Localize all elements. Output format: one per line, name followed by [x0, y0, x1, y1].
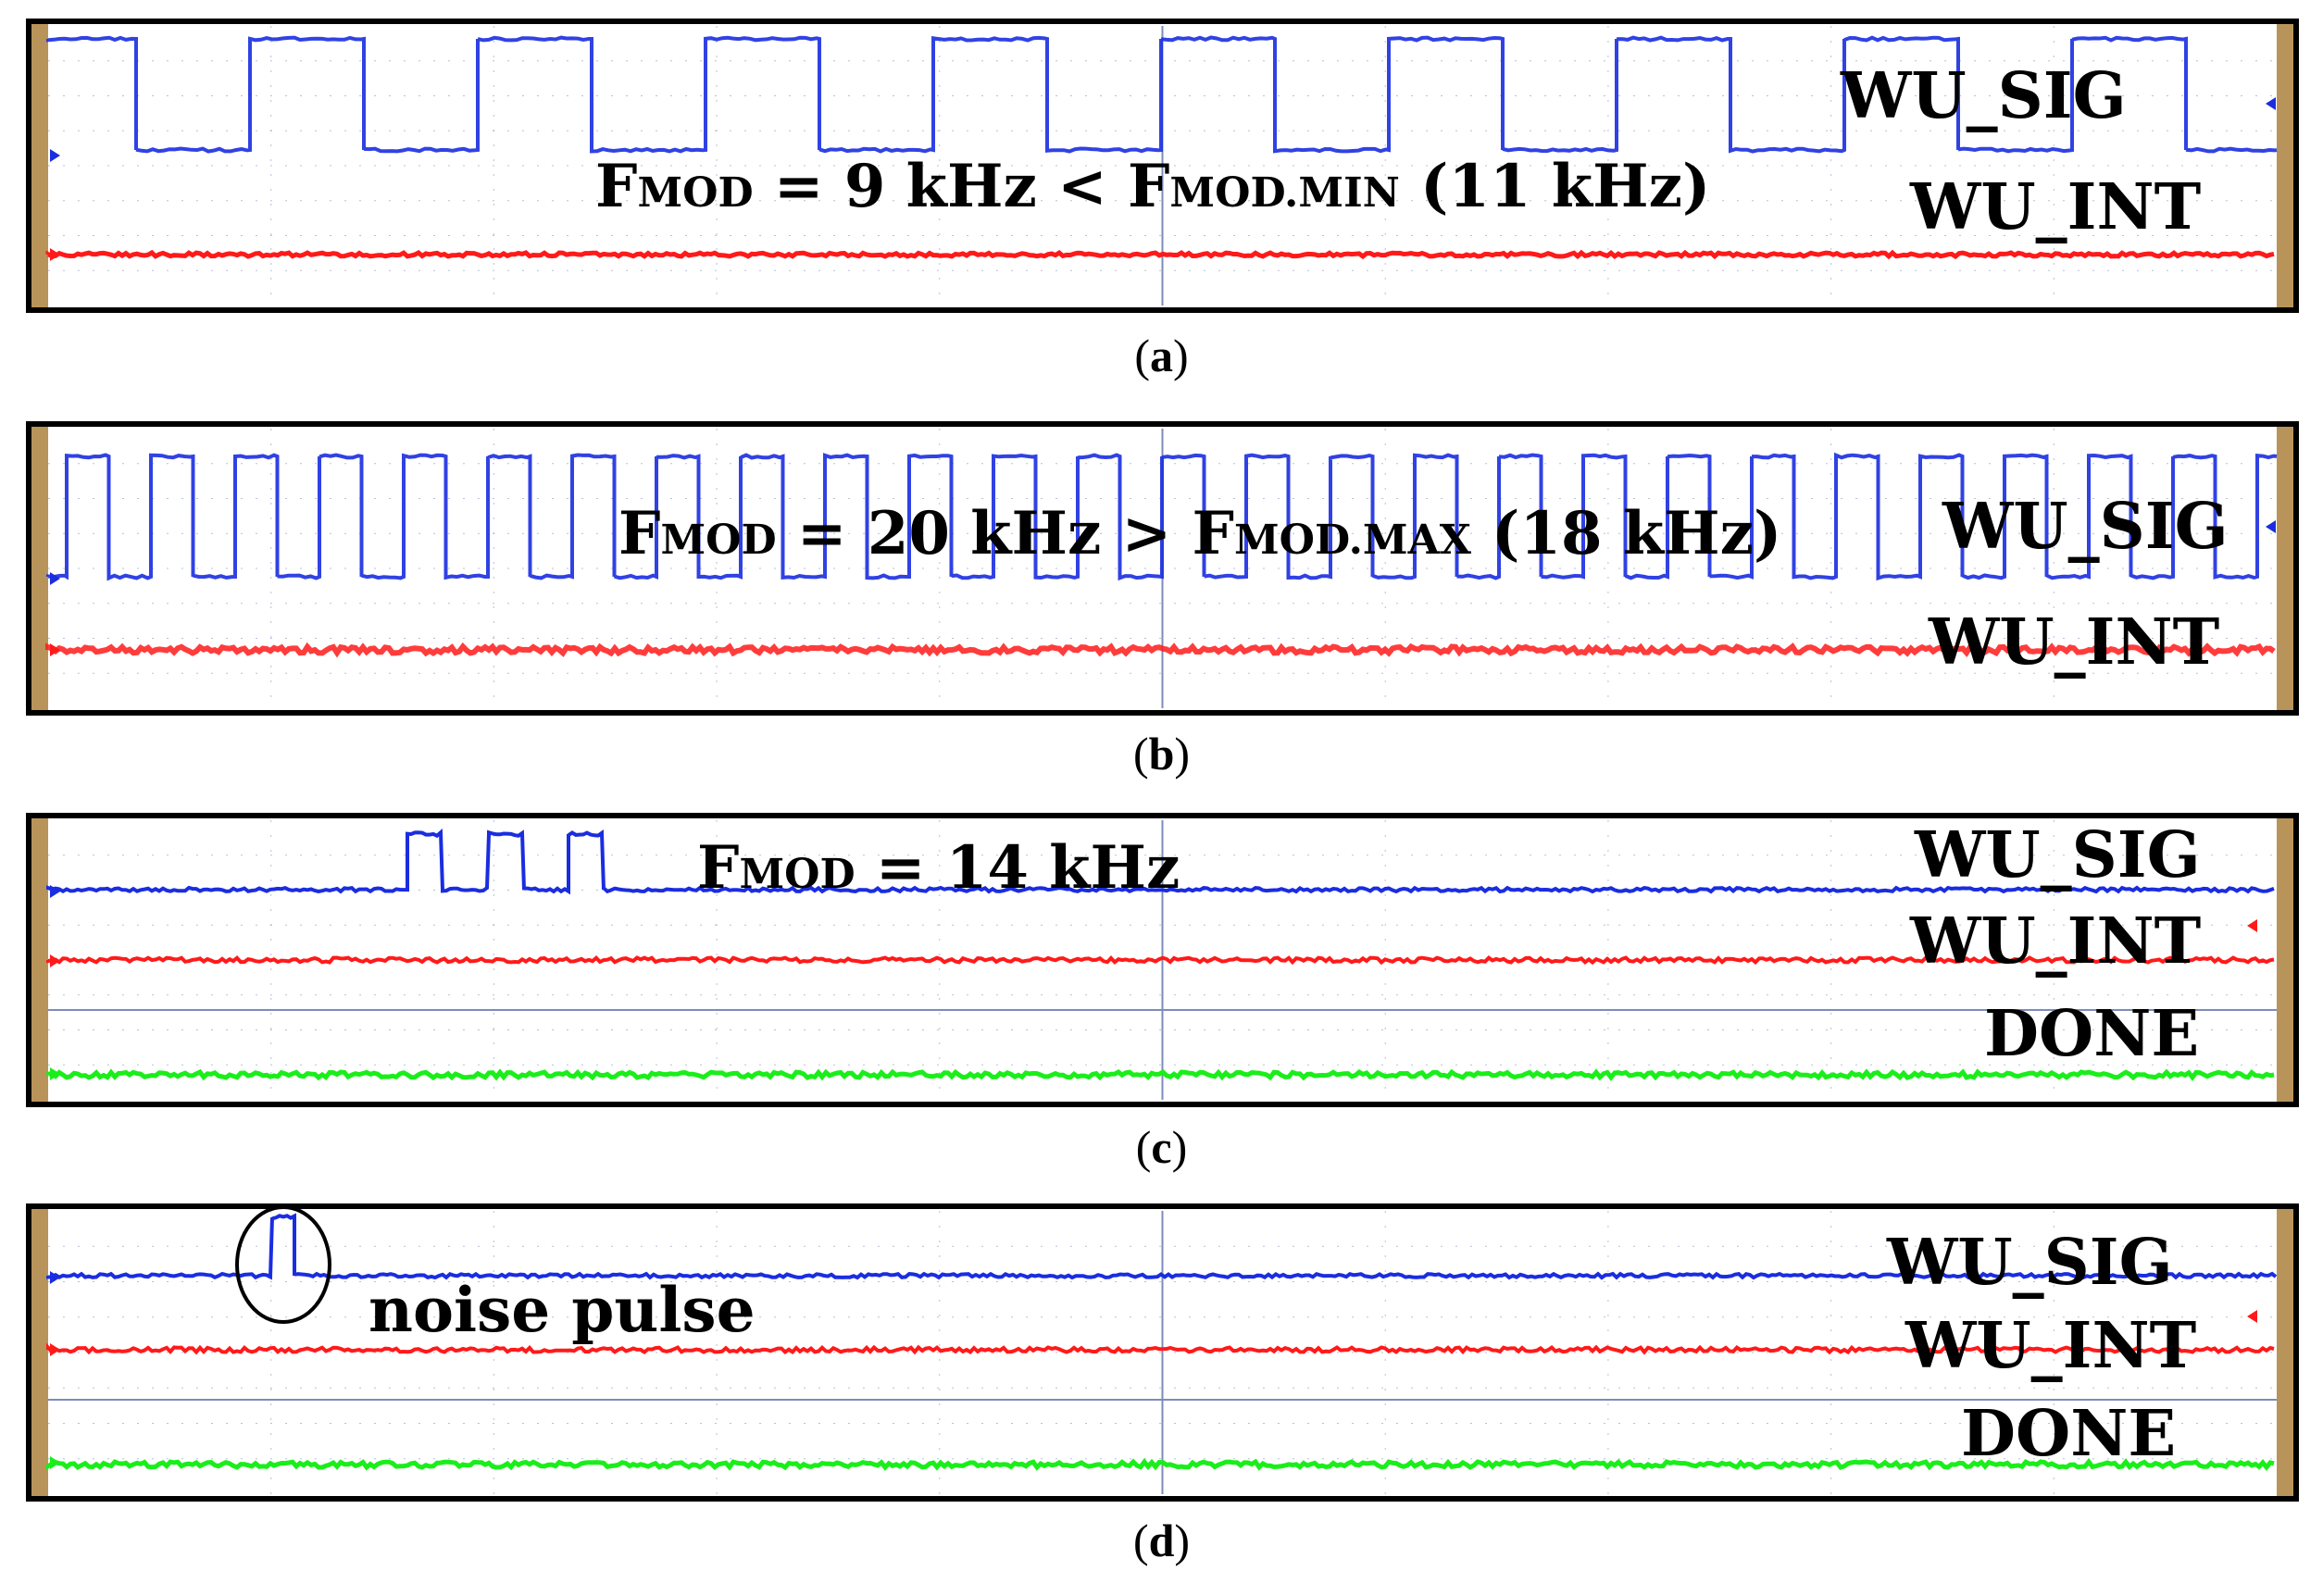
noise-pulse-circle — [237, 1207, 330, 1322]
left-bezel — [31, 818, 48, 1102]
trace-label-wu-sig: WU_SIG — [1915, 824, 2201, 887]
trace-label-wu-sig: WU_SIG — [1942, 495, 2229, 558]
frequency-annotation: FMOD = 14 kHz — [697, 839, 1180, 898]
caption-d: (d) — [0, 1514, 2323, 1567]
trace-label-done: DONE — [1961, 1403, 2176, 1465]
trace-done — [48, 1462, 2274, 1467]
trace-wu-int — [48, 253, 2274, 256]
trigger-marker — [2266, 97, 2276, 110]
channel-marker-wu-sig — [50, 149, 60, 162]
scope-panel-a: WU_SIG WU_INT FMOD = 9 kHz < FMOD.MIN (1… — [26, 19, 2299, 313]
trigger-marker — [2247, 1310, 2257, 1323]
trace-label-done: DONE — [1984, 1003, 2199, 1066]
frequency-annotation: FMOD = 20 kHz > FMOD.MAX (18 kHz) — [618, 505, 1781, 564]
channel-marker-wu-int — [50, 1343, 60, 1356]
right-bezel — [2277, 818, 2293, 1102]
frequency-annotation: FMOD = 9 kHz < FMOD.MIN (11 kHz) — [595, 157, 1710, 217]
scope-panel-d: WU_SIG WU_INT DONE noise pulse — [26, 1203, 2299, 1502]
left-bezel — [31, 1209, 48, 1496]
scope-panel-c: WU_SIG WU_INT DONE FMOD = 14 kHz — [26, 813, 2299, 1107]
caption-b: (b) — [0, 727, 2323, 780]
channel-marker-wu-sig — [50, 1271, 60, 1284]
trace-label-wu-sig: WU_SIG — [1887, 1231, 2173, 1294]
trace-label-wu-int: WU_INT — [1929, 611, 2219, 674]
channel-marker-wu-int — [50, 248, 60, 261]
scope-panel-b: WU_SIG WU_INT FMOD = 20 kHz > FMOD.MAX (… — [26, 421, 2299, 716]
trace-label-wu-int: WU_INT — [1910, 910, 2201, 973]
trace-label-wu-int: WU_INT — [1910, 176, 2201, 239]
noise-pulse-label: noise pulse — [368, 1279, 756, 1340]
trigger-marker — [2266, 520, 2276, 533]
trace-label-wu-sig: WU_SIG — [1841, 65, 2127, 128]
channel-marker-done — [50, 1456, 60, 1469]
right-bezel — [2277, 1209, 2293, 1496]
left-bezel — [31, 427, 48, 710]
caption-c: (c) — [0, 1120, 2323, 1174]
left-bezel — [31, 24, 48, 307]
right-bezel — [2277, 427, 2293, 710]
channel-marker-wu-int — [50, 954, 60, 967]
right-bezel — [2277, 24, 2293, 307]
trigger-marker — [2247, 919, 2257, 932]
trace-label-wu-int: WU_INT — [1905, 1315, 2196, 1378]
caption-a: (a) — [0, 329, 2323, 382]
trace-done — [48, 1072, 2274, 1078]
